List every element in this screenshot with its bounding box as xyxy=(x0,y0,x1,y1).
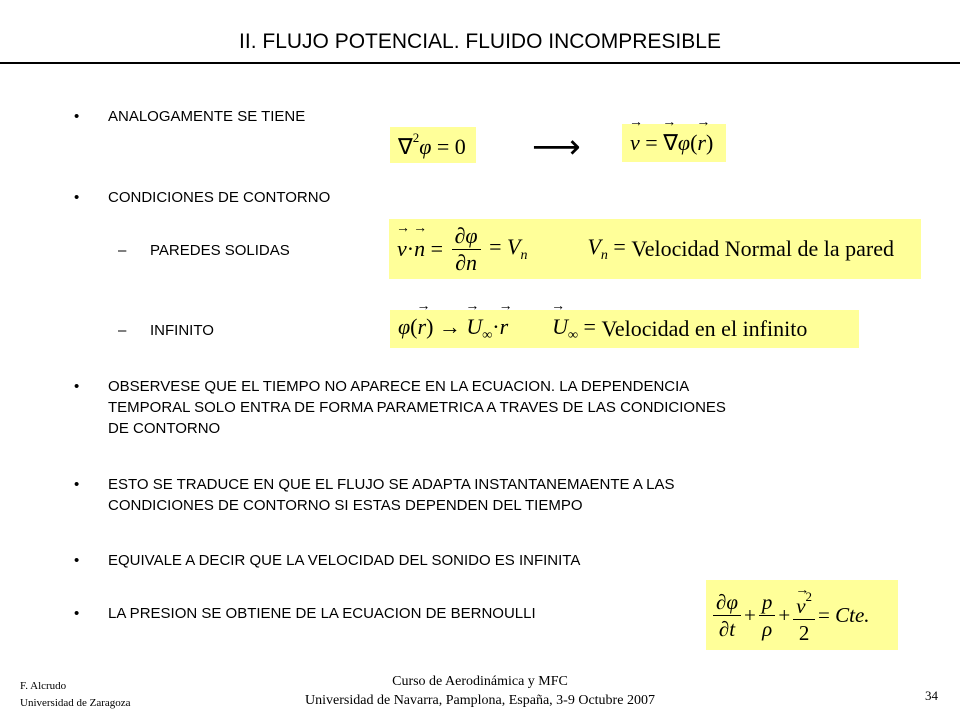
subbullet-dash: – xyxy=(118,242,127,259)
bullet-dot: • xyxy=(74,476,80,493)
title-divider xyxy=(0,62,960,64)
footer-course-block: Curso de Aerodinámica y MFC Universidad … xyxy=(0,672,960,710)
subbullet-text: PAREDES SOLIDAS xyxy=(150,242,290,259)
bernoulli-constant: Cte. xyxy=(835,602,870,627)
velocity-potential-equation: v = ∇φ(r) xyxy=(622,115,726,162)
page-number: 34 xyxy=(925,688,938,703)
bullet-text: EQUIVALE A DECIR QUE LA VELOCIDAD DEL SO… xyxy=(108,552,581,569)
bullet-text: ESTO SE TRADUCE EN QUE EL FLUJO SE ADAPT… xyxy=(108,474,908,516)
bullet-line: CONDICIONES DE CONTORNO SI ESTAS DEPENDE… xyxy=(108,497,583,514)
laplace-equation: ∇2φ = 0 xyxy=(390,127,476,163)
subbullet-dash: – xyxy=(118,322,127,339)
footer-venue: Universidad de Navarra, Pamplona, España… xyxy=(305,693,655,708)
wall-normal-text: Velocidad Normal de la pared xyxy=(631,236,894,261)
footer-author-block: F. Alcrudo Universidad de Zaragoza xyxy=(20,678,131,712)
bullet-dot: • xyxy=(74,108,80,125)
bullet-text: CONDICIONES DE CONTORNO xyxy=(108,189,331,206)
bullet-dot: • xyxy=(74,552,80,569)
bullet-text: ANALOGAMENTE SE TIENE xyxy=(108,108,306,125)
bullet-dot: • xyxy=(74,605,80,622)
bullet-text: LA PRESION SE OBTIENE DE LA ECUACION DE … xyxy=(108,605,536,622)
footer-author: F. Alcrudo xyxy=(20,680,67,692)
bullet-line: OBSERVESE QUE EL TIEMPO NO APARECE EN LA… xyxy=(108,378,690,395)
bernoulli-equation: ∂φ∂t + pρ + v22 = Cte. xyxy=(706,578,898,650)
bullet-line: DE CONTORNO xyxy=(108,420,221,437)
subbullet-text: INFINITO xyxy=(150,322,214,339)
slide-title: II. FLUJO POTENCIAL. FLUIDO INCOMPRESIBL… xyxy=(239,30,721,53)
infinity-text: Velocidad en el infinito xyxy=(601,316,808,341)
footer-course: Curso de Aerodinámica y MFC xyxy=(392,674,568,689)
wall-boundary-equation: v·n = ∂φ∂n = Vn Vn = Velocidad Normal de… xyxy=(389,219,921,279)
bullet-line: ESTO SE TRADUCE EN QUE EL FLUJO SE ADAPT… xyxy=(108,476,675,493)
implies-arrow-icon: ⟶ xyxy=(532,127,581,167)
bullet-dot: • xyxy=(74,378,80,395)
bullet-dot: • xyxy=(74,189,80,206)
infinity-boundary-equation: φ(r) → U∞·r U∞ = Velocidad en el infinit… xyxy=(390,299,859,348)
footer-affiliation: Universidad de Zaragoza xyxy=(20,697,131,709)
bullet-text: OBSERVESE QUE EL TIEMPO NO APARECE EN LA… xyxy=(108,376,908,439)
bullet-line: TEMPORAL SOLO ENTRA DE FORMA PARAMETRICA… xyxy=(108,399,726,416)
